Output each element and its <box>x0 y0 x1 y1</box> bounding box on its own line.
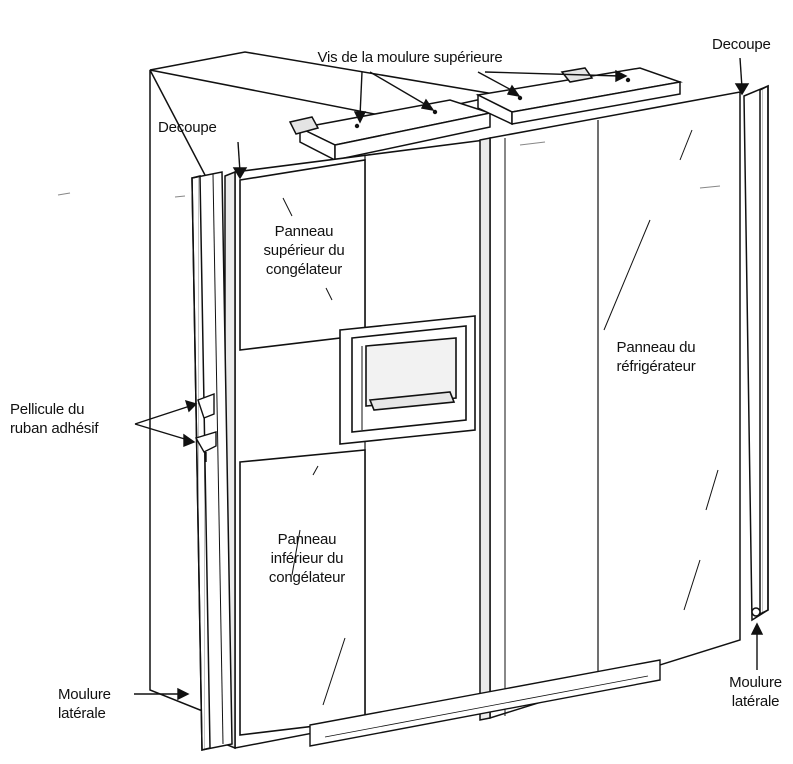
label-freezer-upper-panel: Panneau supérieur du congélateur <box>263 223 345 278</box>
label-top-molding-screws: Vis de la moulure supérieure <box>317 49 503 66</box>
bottom-grille <box>309 659 661 747</box>
refrigerator-door <box>479 91 741 721</box>
refrigerator-panel-shape <box>603 129 719 611</box>
arrow-adhesive-2 <box>134 423 189 441</box>
arrow-cutout-left <box>237 141 241 173</box>
screw-4 <box>625 77 631 83</box>
adhesive-tape-clips <box>194 392 217 462</box>
label-side-molding-left: Moulure latérale <box>58 686 111 722</box>
freezer-lower-panel <box>239 449 366 736</box>
screw-3 <box>517 95 523 101</box>
label-freezer-lower-panel: Panneau inférieur du congélateur <box>268 531 346 586</box>
label-refrigerator-panel: Panneau du réfrigérateur <box>616 339 696 375</box>
dispenser <box>339 315 476 445</box>
right-side-molding <box>743 84 769 622</box>
scan-artifacts <box>57 141 721 198</box>
label-side-molding-right: Moulure latérale <box>729 674 782 710</box>
screw-points <box>354 77 631 129</box>
label-adhesive-tape-film: Pellicule du ruban adhésif <box>10 401 99 437</box>
left-side-molding <box>191 171 233 751</box>
leader-lines <box>134 57 764 701</box>
top-molding-left <box>288 99 493 162</box>
label-cutout-right: Decoupe <box>712 36 771 53</box>
arrow-adhesive-1 <box>134 405 191 425</box>
arrow-screws-left-1 <box>359 71 363 117</box>
cabinet-body <box>149 51 501 714</box>
arrow-screws-right-2 <box>484 71 621 77</box>
screw-2 <box>432 109 438 115</box>
label-cutout-left: Decoupe <box>158 119 217 136</box>
screw-1 <box>354 123 360 129</box>
arrow-screws-left-2 <box>369 71 429 107</box>
arrow-cutout-right <box>739 57 743 89</box>
arrow-screws-right-1 <box>477 71 516 93</box>
